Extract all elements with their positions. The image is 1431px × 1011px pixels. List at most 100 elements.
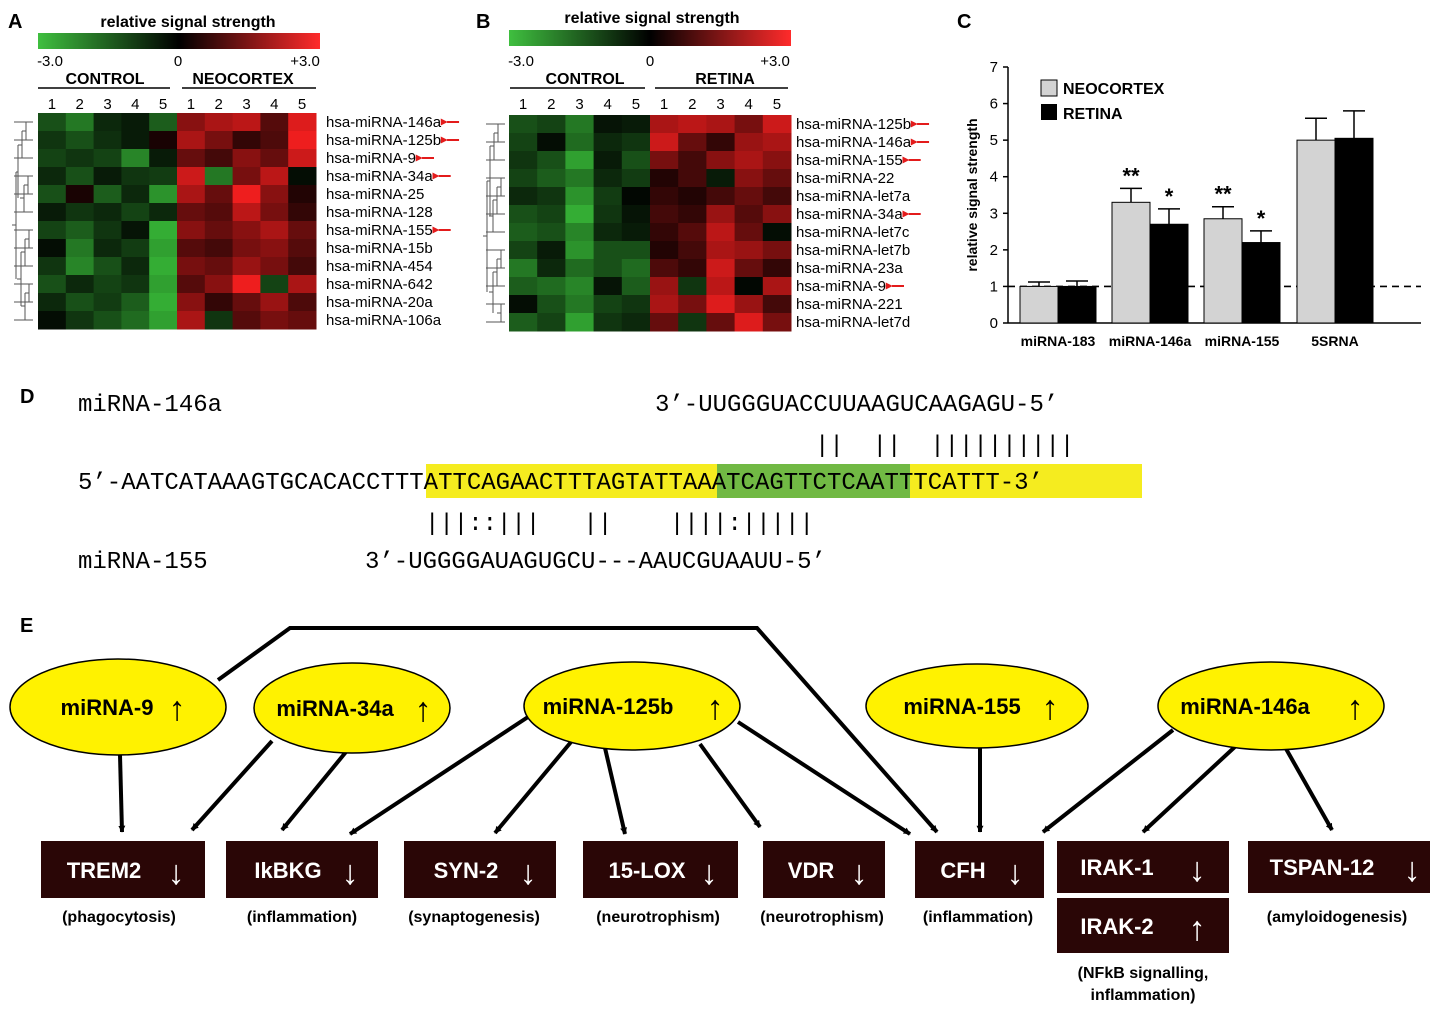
heatmap-cell <box>288 167 317 186</box>
heatmap-cell <box>537 259 566 278</box>
target-sequence: 5’-AATCATAAAGTGCACACCTTTATTCAGAACTTTAGTA… <box>78 470 1043 497</box>
target-name: SYN-2 <box>434 858 499 883</box>
row-label: hsa-miRNA-146a <box>796 134 912 151</box>
heatmap-cell <box>593 133 623 152</box>
heatmap-cell <box>706 187 736 206</box>
arrow-mirna125b-ikbkg <box>348 715 530 836</box>
heatmap-cell <box>149 239 178 258</box>
heatmap-cell <box>149 275 178 294</box>
heatmap-cell <box>565 187 595 206</box>
heatmap-cell <box>621 241 651 260</box>
heatmap-cell <box>678 205 707 224</box>
color-scale-bar <box>509 30 791 46</box>
heatmap-cell <box>621 187 651 206</box>
heatmap-cell <box>177 203 206 222</box>
heatmap-cell <box>650 187 679 206</box>
group-label-retina: RETINA <box>695 71 755 88</box>
heatmap-cell <box>65 311 95 330</box>
mirna-node-mirna-146a: miRNA-146a ↑ <box>1157 661 1385 751</box>
heatmap-cell <box>204 131 234 150</box>
heatmap-cell <box>177 131 206 150</box>
heatmap-cell <box>288 311 317 330</box>
arrow-mirna125b-15lox <box>603 747 627 835</box>
heatmap-cell <box>762 205 792 224</box>
heatmap-cell <box>121 131 150 150</box>
heatmap-cell <box>149 131 178 150</box>
heatmap-cell <box>621 205 651 224</box>
column-label: 5 <box>298 96 306 113</box>
target-node-irak-1: IRAK-1 ↓ <box>1057 841 1229 893</box>
heatmap-cell <box>509 205 538 224</box>
heatmap-cell <box>706 169 736 188</box>
base-pairing-bottom: |||::||| || ||||:||||| <box>425 511 814 538</box>
dendrogram <box>483 123 505 323</box>
bar <box>1334 137 1374 324</box>
heatmap-cell <box>65 149 95 168</box>
highlight-yellow-1 <box>426 464 717 498</box>
heatmap-cell <box>260 311 289 330</box>
mirna-155-label: miRNA-155 <box>78 549 208 576</box>
heatmap-cell <box>38 113 67 132</box>
heatmap-cell <box>38 257 67 276</box>
heatmap-cell <box>678 277 707 296</box>
heatmap-cell <box>93 221 122 240</box>
heatmap-cell <box>232 275 261 294</box>
panel-a: A relative signal strength -3.0 0 +3.0 C… <box>8 11 460 330</box>
heatmap-cell <box>65 131 95 150</box>
heatmap-cell <box>288 203 317 222</box>
legend-label-retina: RETINA <box>1063 106 1123 123</box>
heatmap-cell <box>65 185 95 204</box>
column-label: 1 <box>519 96 527 113</box>
significance-label: ** <box>1122 163 1140 188</box>
column-label: 2 <box>688 96 696 113</box>
down-arrow-icon: ↓ <box>1007 854 1024 892</box>
legend: NEOCORTEX RETINA <box>1040 79 1165 123</box>
heatmap-cell <box>149 203 178 222</box>
heatmap-cell <box>204 185 234 204</box>
heatmap-cell <box>565 169 595 188</box>
heatmap-cell <box>650 241 679 260</box>
heatmap-cell <box>762 295 792 314</box>
heatmap-cell <box>121 275 150 294</box>
heatmap-cell <box>734 133 764 152</box>
heatmap-cell <box>706 277 736 296</box>
row-label: hsa-miRNA-34a <box>796 206 903 223</box>
heatmap-cell <box>232 167 261 186</box>
panel-label-b: B <box>476 11 490 33</box>
group-label-control: CONTROL <box>65 71 144 88</box>
bar <box>1296 139 1336 324</box>
heatmap-cell <box>762 169 792 188</box>
target-function: (synaptogenesis) <box>408 909 540 926</box>
row-labels: hsa-miRNA-125bhsa-miRNA-146ahsa-miRNA-15… <box>796 116 930 331</box>
panel-b: B relative signal strength -3.0 0 +3.0 C… <box>476 10 930 332</box>
target-function-line-1: (NFkB signalling, <box>1078 965 1209 982</box>
heatmap-cell <box>232 149 261 168</box>
heatmap-cell <box>509 241 538 260</box>
target-function: (inflammation) <box>247 909 357 926</box>
heatmap-cell <box>537 151 566 170</box>
heatmap-cell <box>537 277 566 296</box>
significance-label: * <box>1165 184 1174 209</box>
mirna-node-mirna-34a: miRNA-34a ↑ <box>253 662 451 754</box>
column-label: 1 <box>187 96 195 113</box>
arrow-mirna146a-tspan12 <box>1283 746 1334 831</box>
heatmap-cell <box>621 259 651 278</box>
heatmap-cell <box>509 151 538 170</box>
target-node-tspan-12: TSPAN-12 ↓ (amyloidogenesis) <box>1248 841 1430 926</box>
heatmap-cell <box>288 185 317 204</box>
heatmap-cell <box>93 311 122 330</box>
heatmap-cell <box>93 113 122 132</box>
arrow-mirna34a-ikbkg-2 <box>280 745 352 832</box>
connector-arrows <box>118 626 1334 836</box>
heatmap-cell <box>593 295 623 314</box>
row-label: hsa-miRNA-642 <box>326 276 433 293</box>
heatmap-cell <box>204 311 234 330</box>
column-label: 5 <box>773 96 781 113</box>
heatmap-cell <box>762 241 792 260</box>
heatmap-cell <box>93 293 122 312</box>
heatmap-cell <box>177 293 206 312</box>
mirna-155-sequence: 3’-UGGGGAUAGUGCU---AAUCGUAAUU-5’ <box>365 549 826 576</box>
